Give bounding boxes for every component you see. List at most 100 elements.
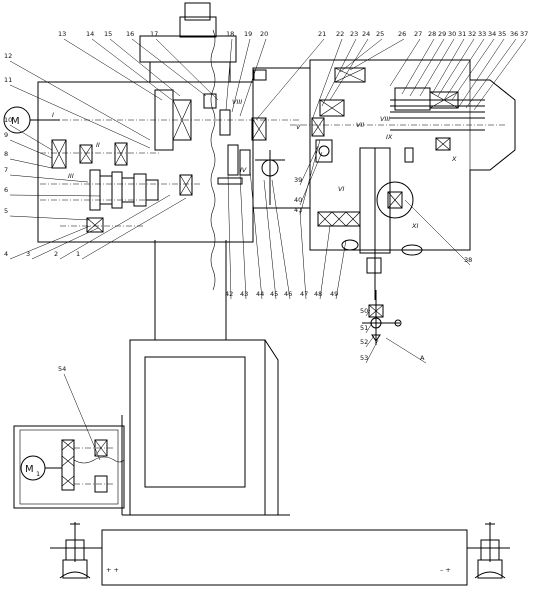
callout-leader (227, 174, 232, 300)
callout-number: 8 (4, 150, 8, 158)
callout-leader (401, 38, 435, 95)
callout-number: 35 (498, 30, 506, 38)
callout-leader (9, 139, 53, 159)
callout-leader (409, 38, 445, 97)
callout-leader (31, 227, 99, 260)
callout-leader (431, 38, 465, 95)
callout-number: 28 (428, 30, 436, 38)
callout-leader (299, 211, 307, 300)
callout-leader (319, 225, 331, 300)
callout-number: 12 (4, 52, 12, 60)
callout-leader (9, 84, 151, 149)
callout-leader (365, 335, 375, 348)
shaft-label: IV (240, 166, 247, 174)
callout-number: 48 (314, 290, 322, 298)
callout-number: 36 (510, 30, 518, 38)
callout-number: 7 (4, 166, 8, 174)
callout-number: 33 (478, 30, 486, 38)
callout-number: 41 (294, 206, 302, 214)
callout-number: 38 (464, 256, 472, 264)
callout-leader (255, 38, 325, 121)
callout-number: 29 (438, 30, 446, 38)
callout-number: 42 (225, 290, 233, 298)
callout-leader (59, 194, 171, 260)
callout-leader (311, 38, 343, 121)
callout-number: 5 (4, 207, 8, 215)
callout-number: 20 (260, 30, 268, 38)
callout-leader (63, 38, 163, 101)
callout-number: 45 (270, 290, 278, 298)
callout-number: 26 (398, 30, 406, 38)
knee-and-base (121, 339, 290, 516)
callout-number: 43 (240, 290, 248, 298)
callout-leader (299, 139, 321, 216)
callout-leader (263, 179, 277, 300)
shaft-label: VIII (380, 115, 390, 123)
callout-leader (271, 179, 291, 300)
callout-leader (419, 38, 455, 97)
callout-leader (443, 38, 485, 101)
callout-number: 47 (300, 290, 308, 298)
callout-leader (437, 38, 475, 97)
callout-number: 51 (360, 324, 368, 332)
callout-leader (299, 151, 323, 206)
callout-leader (473, 38, 527, 111)
callout-leader (349, 38, 405, 71)
callout-number: 17 (150, 30, 158, 38)
callout-leader (389, 38, 421, 87)
callout-number: 34 (488, 30, 496, 38)
callout-leader (9, 194, 101, 197)
callout-leader (365, 309, 371, 317)
shaft-label: IX (386, 133, 393, 141)
callout-number: 11 (4, 76, 12, 84)
callout-number: 19 (244, 30, 252, 38)
callout-number: 16 (126, 30, 134, 38)
table-mark-left: + + (106, 566, 119, 574)
callout-leader (365, 322, 373, 334)
callout-leader (365, 339, 379, 364)
callout-number: 24 (362, 30, 370, 38)
callout-leader (81, 197, 187, 260)
callout-number: 31 (458, 30, 466, 38)
callout-number: A (420, 354, 425, 362)
callout-leader (9, 225, 91, 260)
callout-leader (91, 38, 173, 101)
gearbox-shafts (40, 119, 300, 227)
callout-leader (404, 199, 471, 266)
callout-number: 54 (58, 365, 66, 373)
callout-leader (231, 38, 251, 113)
shaft-label: VI (338, 185, 344, 193)
callout-number: 2 (54, 250, 58, 258)
callout-number: 3 (26, 250, 30, 258)
callout-number: 40 (294, 196, 302, 204)
callout-leader (329, 38, 369, 101)
callout-leader (9, 215, 91, 221)
callout-number: 13 (58, 30, 66, 38)
work-table: + + – + (50, 529, 510, 586)
callout-leader (321, 38, 357, 107)
callout-leader (131, 38, 207, 97)
callout-number: 50 (360, 307, 368, 315)
callout-leader (109, 38, 181, 97)
callout-leader (9, 174, 89, 183)
spindle-head-gears (290, 67, 505, 300)
shaft-label: VIII (232, 98, 242, 106)
callout-leader (9, 158, 53, 169)
callout-number: 4 (4, 250, 8, 258)
machine-column (139, 2, 237, 340)
callout-number: 23 (350, 30, 358, 38)
callout-leader (339, 38, 383, 73)
shaft-label: I (52, 111, 54, 119)
callout-number: 1 (76, 250, 80, 258)
main-motor-label: M (11, 116, 20, 127)
table-mark-right: – + (440, 566, 451, 574)
shaft-label: VII (356, 121, 364, 129)
callout-leader (457, 38, 505, 109)
callout-number: 9 (4, 131, 8, 139)
gearbox-housing (37, 67, 311, 243)
right-jack (474, 522, 506, 579)
callout-leader (451, 38, 495, 101)
